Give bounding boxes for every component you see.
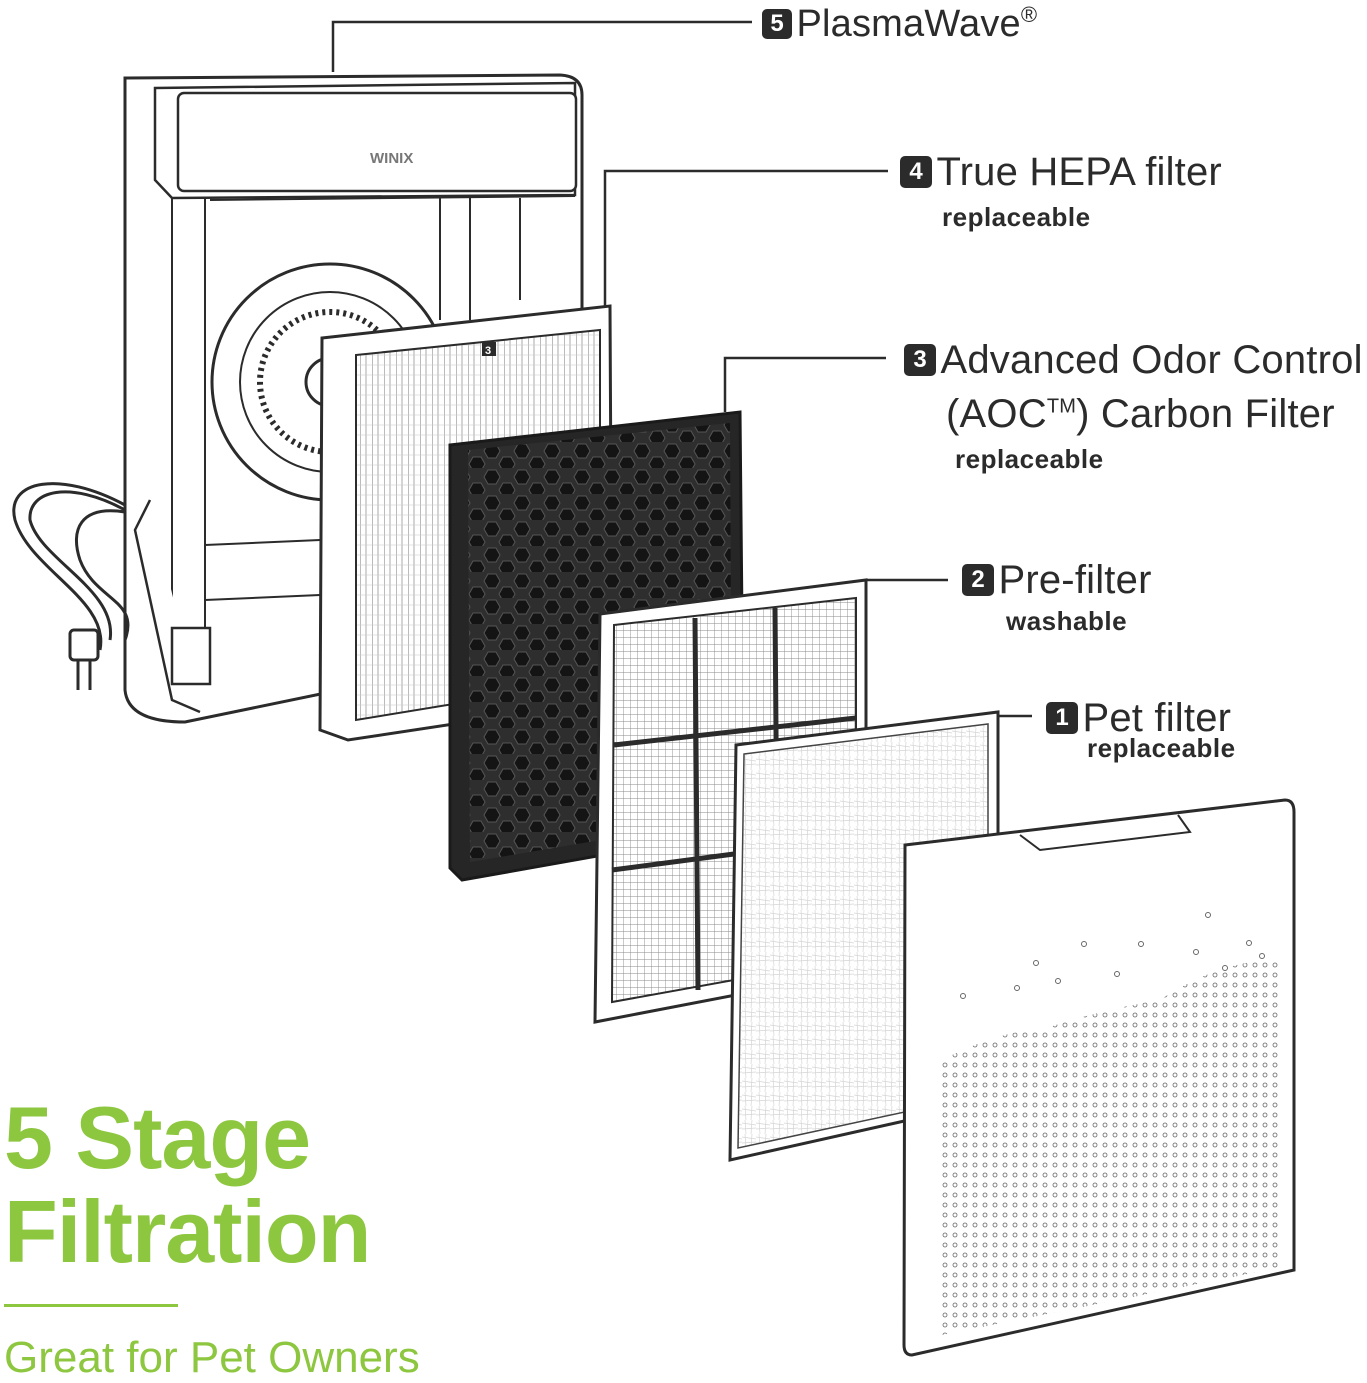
stage-5-registered-mark: ® bbox=[1020, 2, 1038, 27]
headline-line2: Filtration bbox=[4, 1182, 371, 1281]
stage-3-title-line1: Advanced Odor Control bbox=[940, 338, 1363, 382]
stage-3-callout: 3 Advanced Odor Control bbox=[904, 340, 1363, 380]
headline-line1: 5 Stage bbox=[4, 1088, 311, 1187]
stage-1-subtitle: replaceable bbox=[1087, 733, 1236, 763]
headline-divider bbox=[4, 1304, 178, 1307]
stage-5-title: PlasmaWave bbox=[796, 3, 1021, 46]
stage-3-subtitle: replaceable bbox=[955, 444, 1104, 474]
stage-4-badge: 4 bbox=[900, 156, 932, 188]
stage-2-subtitle: washable bbox=[1006, 606, 1128, 636]
stage-1-callout: 1 Pet filter bbox=[1046, 698, 1231, 738]
front-cover-panel bbox=[902, 798, 1296, 1357]
stage-5-callout: 5 PlasmaWave® bbox=[762, 2, 1037, 43]
brand-logo: WINIX bbox=[370, 150, 413, 167]
power-cord-plug bbox=[12, 482, 130, 690]
stage-1-badge: 1 bbox=[1046, 702, 1078, 734]
stage-4-title: True HEPA filter bbox=[936, 150, 1222, 194]
stage-4-callout: 4 True HEPA filter bbox=[900, 152, 1222, 192]
stage-3-badge: 3 bbox=[904, 344, 936, 376]
stage-5-badge: 5 bbox=[762, 9, 792, 40]
stage-3-title-line2: (AOCTM) Carbon Filter bbox=[946, 394, 1335, 434]
stage-3-title-line2-a: (AOC bbox=[946, 392, 1047, 436]
tagline: Great for Pet Owners bbox=[4, 1333, 420, 1382]
stage-3-trademark: TM bbox=[1046, 395, 1077, 418]
stage-1-title: Pet filter bbox=[1082, 696, 1232, 740]
stage-2-title: Pre-filter bbox=[998, 558, 1152, 602]
hepa-badge-number: 3 bbox=[485, 345, 491, 357]
callout-leader-lines bbox=[331, 20, 1032, 718]
stage-2-callout: 2 Pre-filter bbox=[962, 560, 1152, 600]
stage-2-badge: 2 bbox=[962, 564, 994, 596]
stage-3-title-line2-b: ) Carbon Filter bbox=[1076, 392, 1335, 436]
stage-4-subtitle: replaceable bbox=[942, 202, 1091, 232]
